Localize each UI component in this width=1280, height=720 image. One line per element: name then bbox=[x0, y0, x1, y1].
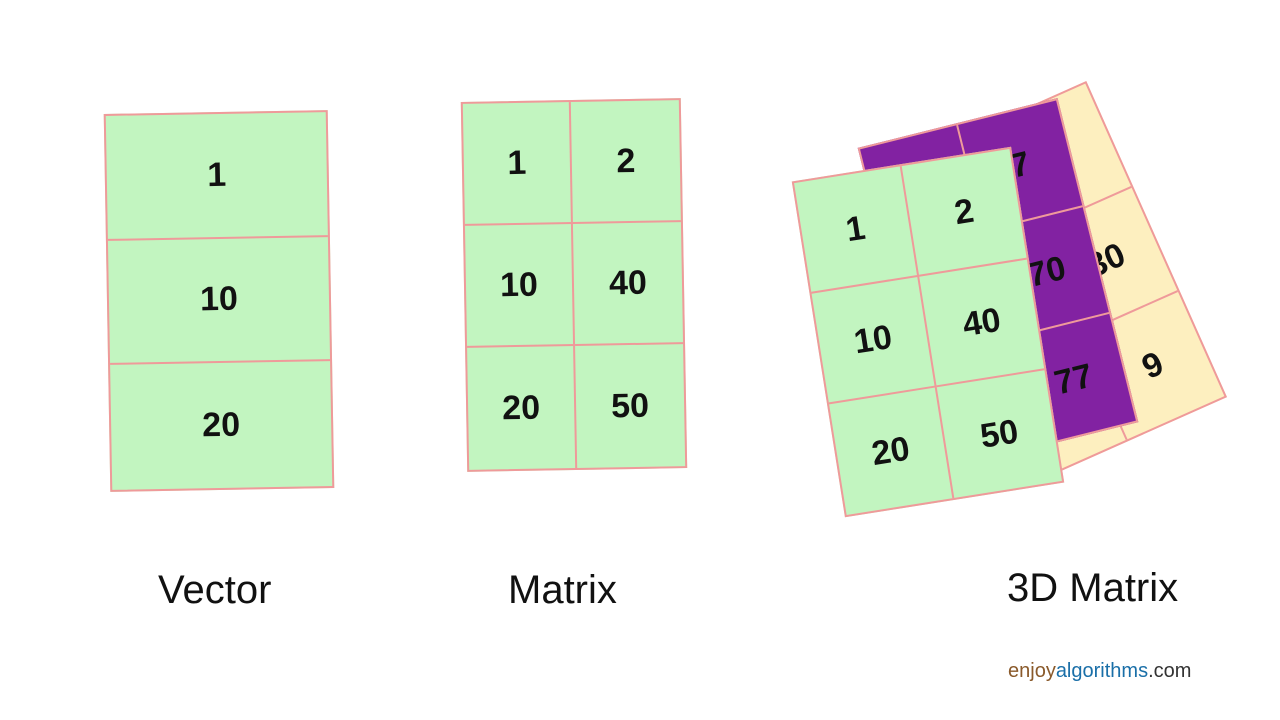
matrix-cell: 10 bbox=[464, 224, 576, 348]
matrix3d-front-cell: 50 bbox=[977, 411, 1021, 456]
vector-cell: 20 bbox=[201, 405, 241, 445]
matrix-cell: 2 bbox=[570, 100, 681, 225]
matrix-cell: 40 bbox=[572, 222, 684, 346]
matrix-cell: 1 bbox=[462, 102, 573, 226]
matrix-cell: 50 bbox=[610, 386, 650, 425]
brand-com: .com bbox=[1148, 660, 1192, 682]
matrix3d-front-cell: 2 bbox=[901, 149, 1027, 277]
matrix3d-front-cell: 20 bbox=[829, 387, 955, 515]
matrix3d-front-cell: 40 bbox=[919, 259, 1045, 388]
matrix3d-front-cell: 10 bbox=[811, 276, 937, 405]
vector-cell: 10 bbox=[107, 236, 331, 366]
vector-label: Vector bbox=[158, 568, 272, 612]
vector-grid: 1 10 20 bbox=[103, 110, 335, 492]
brand-enjoy: enjoy bbox=[1008, 660, 1056, 682]
brand-watermark: enjoyalgorithms.com bbox=[1008, 660, 1191, 683]
matrix3d-label: 3D Matrix bbox=[1007, 566, 1179, 610]
brand-algorithms: algorithms bbox=[1055, 660, 1149, 682]
matrix-cell: 20 bbox=[467, 345, 578, 470]
matrix3d-front-cell: 1 bbox=[794, 166, 920, 294]
vector-cell: 1 bbox=[105, 112, 328, 241]
matrix-grid: 1 2 10 40 20 50 bbox=[460, 98, 688, 472]
matrix-label: Matrix bbox=[508, 568, 617, 612]
